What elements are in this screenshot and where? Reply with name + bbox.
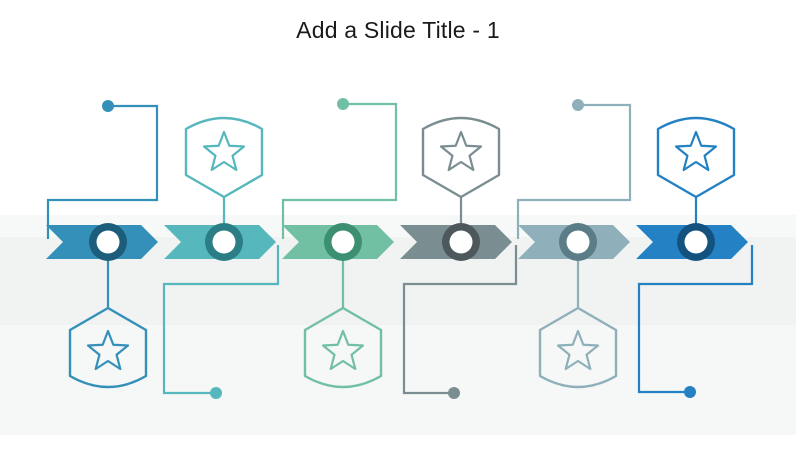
connector-dot-1	[102, 100, 114, 112]
shield-badge-icon-6[interactable]	[656, 116, 736, 199]
connector-3	[281, 98, 398, 239]
shield-badge-icon-1[interactable]	[68, 306, 148, 389]
star-icon-4	[439, 130, 483, 172]
connector-dot-3	[337, 98, 349, 110]
connector-2	[162, 245, 280, 399]
background-band-lower	[0, 325, 796, 435]
connector-line-3	[281, 102, 398, 239]
connector-4	[402, 245, 518, 399]
timeline-step-1	[46, 100, 159, 389]
node-ring-inner-5	[566, 230, 590, 254]
connector-dot-2	[210, 387, 222, 399]
connector-line-5	[516, 103, 632, 239]
node-ring-inner-4	[449, 230, 473, 254]
timeline-step-2	[162, 116, 280, 399]
timeline-step-5	[516, 99, 632, 389]
star-icon-3	[321, 329, 365, 371]
node-ring-inner-3	[331, 230, 355, 254]
connector-5	[516, 99, 632, 239]
connector-dot-6	[684, 386, 696, 398]
connector-line-6	[637, 245, 754, 394]
connector-line-1	[46, 104, 159, 239]
shield-badge-icon-2[interactable]	[184, 116, 264, 199]
node-ring-inner-1	[96, 230, 120, 254]
timeline-step-3	[281, 98, 398, 389]
timeline-step-4	[400, 116, 518, 399]
shield-badge-icon-5[interactable]	[538, 306, 618, 389]
connector-dot-5	[572, 99, 584, 111]
node-ring-inner-6	[684, 230, 708, 254]
star-icon-2	[202, 130, 246, 172]
node-ring-inner-2	[212, 230, 236, 254]
star-icon-6	[674, 130, 718, 172]
star-icon-5	[556, 329, 600, 371]
star-icon-1	[86, 329, 130, 371]
connector-6	[637, 245, 754, 398]
connector-line-4	[402, 245, 518, 395]
shield-badge-icon-3[interactable]	[303, 306, 383, 389]
connector-line-2	[162, 245, 280, 395]
shield-badge-icon-4[interactable]	[421, 116, 501, 199]
page-title: Add a Slide Title - 1	[296, 17, 500, 43]
timeline-step-6	[636, 116, 754, 398]
connector-dot-4	[448, 387, 460, 399]
connector-1	[46, 100, 159, 239]
